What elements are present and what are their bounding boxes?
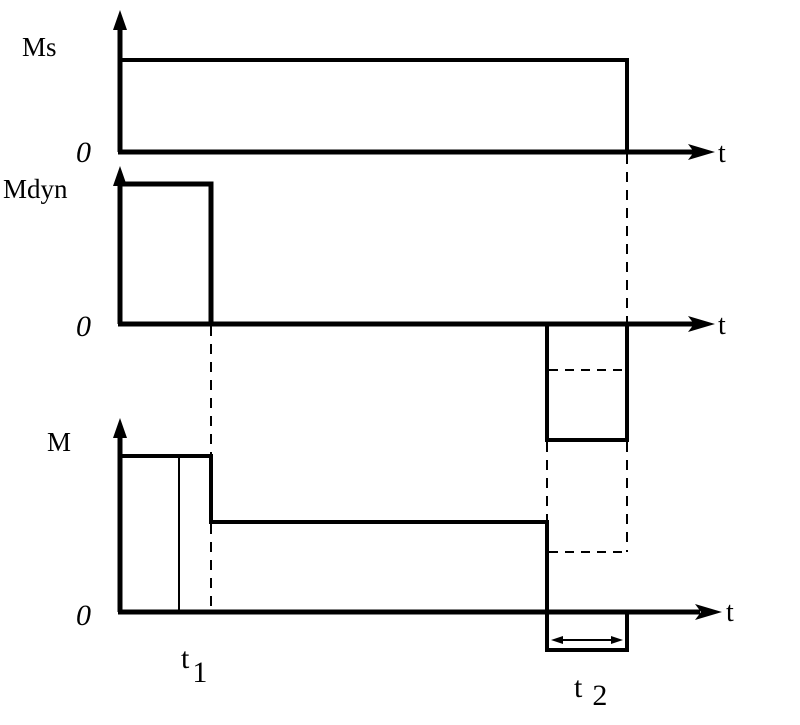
mdyn-t-axis-label: t (718, 310, 726, 341)
ms-y-arrow-icon (113, 10, 127, 30)
t2-left-arrow-icon (551, 636, 563, 644)
m-t-axis-label: t (726, 597, 734, 628)
m-y-arrow-icon (113, 418, 127, 438)
m-t-arrow-icon (695, 604, 722, 620)
mdyn-positive-pulse (120, 181, 214, 324)
mdyn-axis-label: Mdyn (3, 174, 68, 204)
m-axis-label: M (47, 427, 71, 457)
ms-axis-label: Ms (22, 32, 57, 62)
ms-panel: Ms 0 t (22, 10, 726, 169)
ms-zero-label: 0 (76, 136, 91, 169)
mdyn-negative-pulse (545, 324, 629, 442)
ms-t-axis-label: t (718, 138, 726, 169)
mdyn-panel: Mdyn 0 t (3, 166, 726, 442)
ms-t-arrow-icon (688, 144, 715, 160)
mdyn-zero-label: 0 (76, 310, 91, 343)
mdyn-y-arrow-icon (113, 166, 127, 186)
dashed-connectors (210, 154, 628, 610)
m-zero-label: 0 (76, 599, 91, 632)
ms-signal (120, 58, 629, 152)
mdyn-t-arrow-icon (688, 316, 715, 332)
t2-right-arrow-icon (611, 636, 623, 644)
